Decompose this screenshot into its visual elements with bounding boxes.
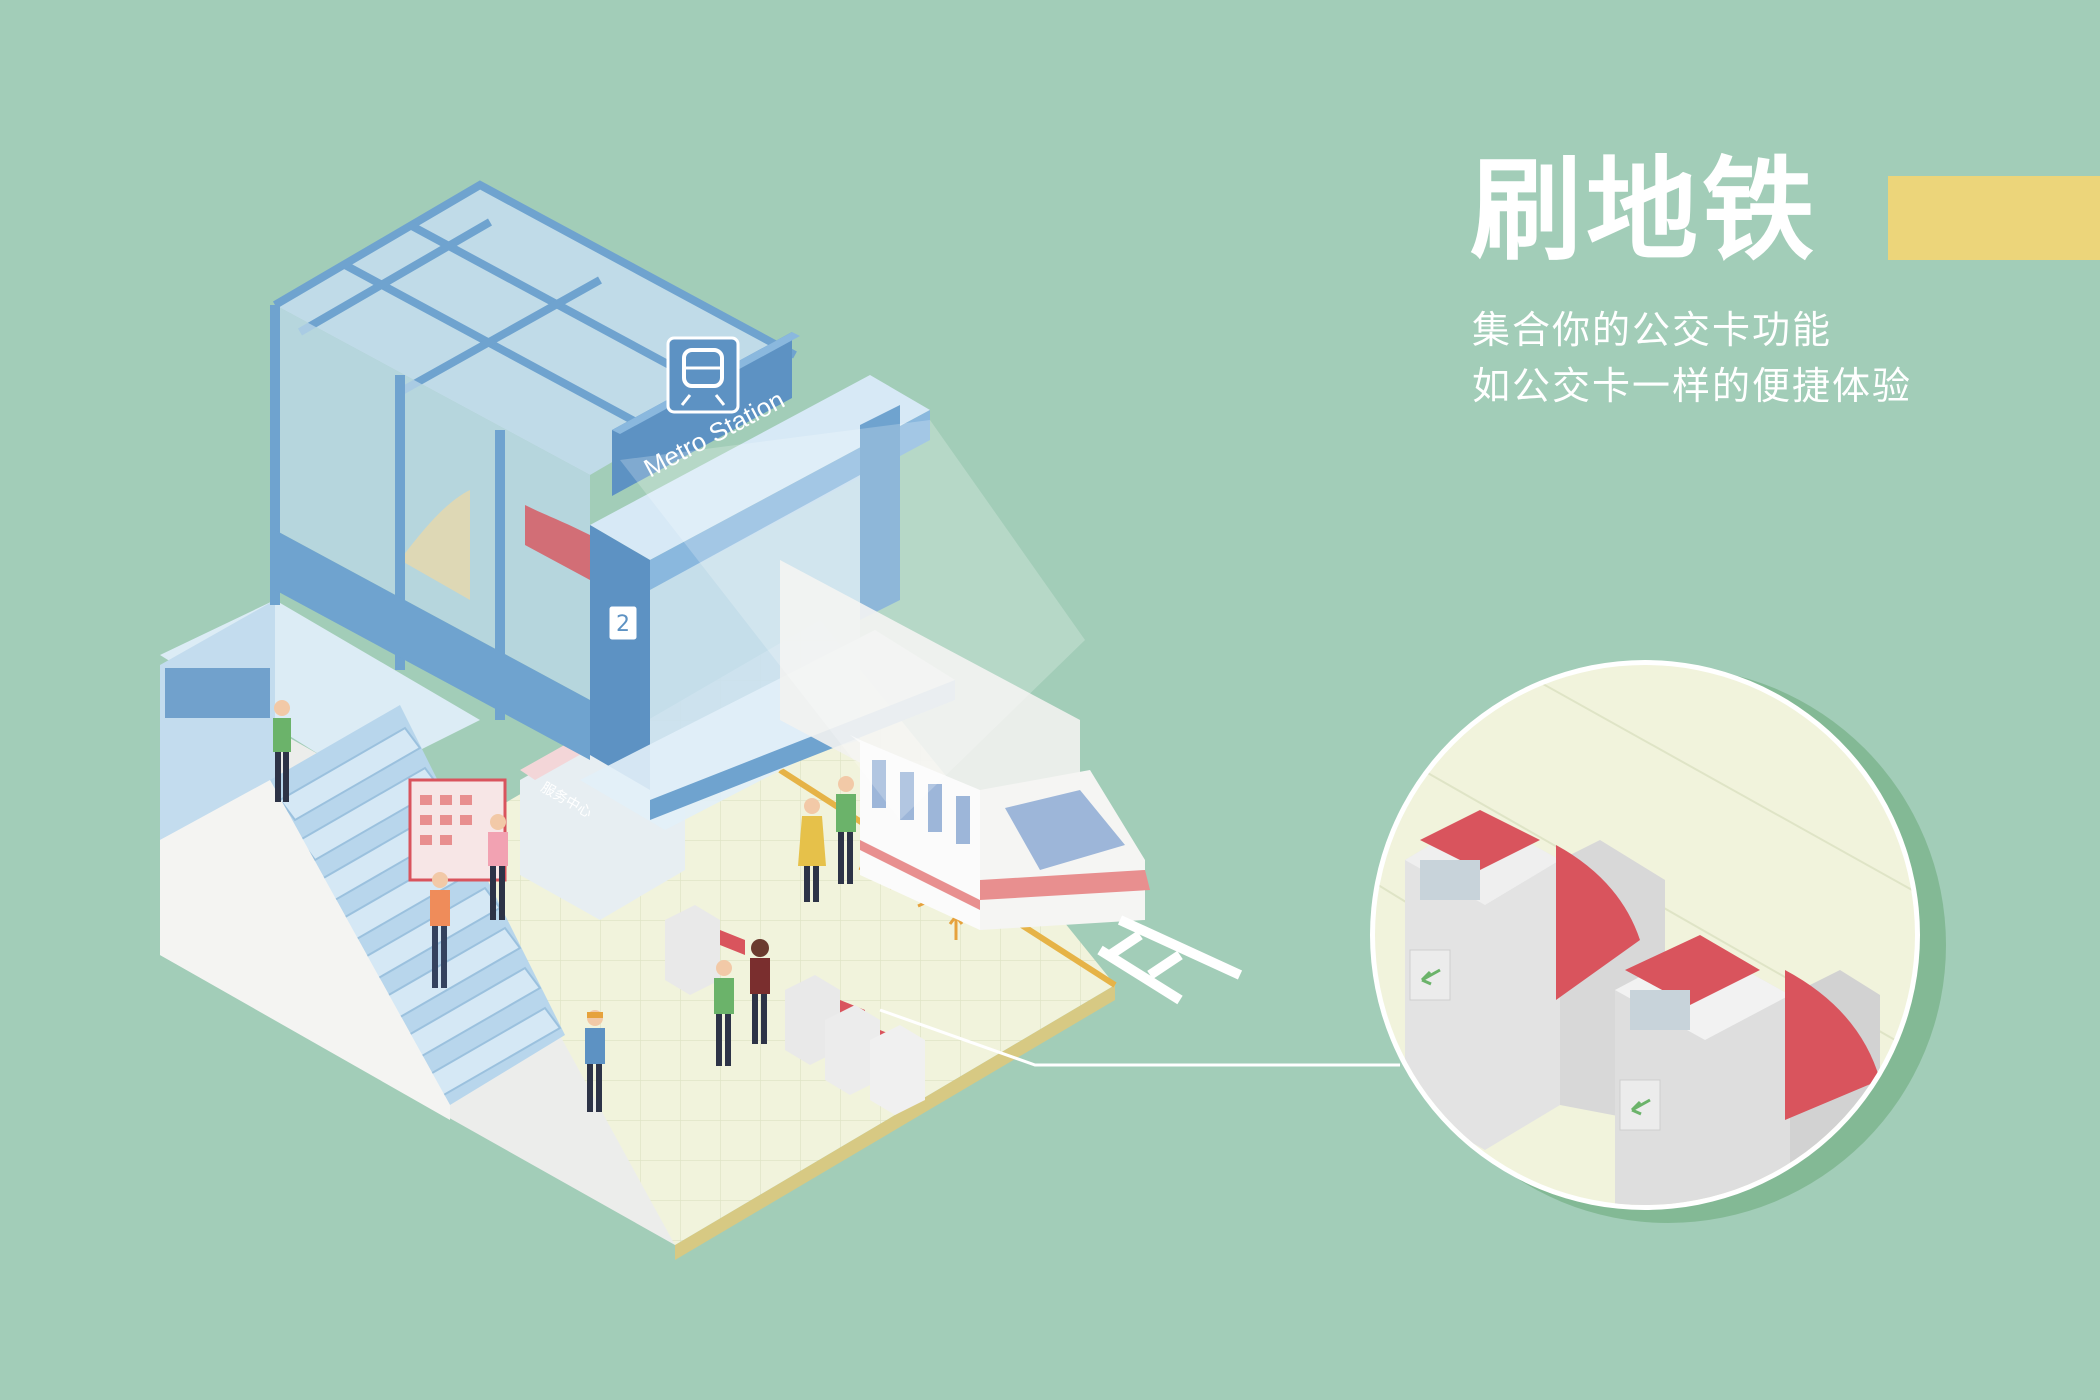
glass-overlay: [620, 420, 1085, 820]
person: [488, 814, 508, 920]
accent-bar: [1888, 176, 2100, 260]
glass-wall-front: [275, 305, 590, 700]
person: [798, 798, 826, 902]
exit-number-sign: [606, 603, 640, 643]
landing-back-wall: [160, 600, 275, 840]
person: [714, 960, 734, 1066]
train-windshield: [1005, 790, 1125, 870]
subtitle-line-1: 集合你的公交卡功能: [1472, 308, 1833, 352]
people: [273, 700, 856, 1112]
landing-opening: [165, 668, 270, 718]
person: [585, 1010, 605, 1112]
metro-train: [780, 560, 1243, 1005]
train-icon: [666, 336, 740, 414]
vending-machine: [408, 778, 507, 882]
station-building: 2 Metro Station: [270, 180, 955, 830]
entrance-pillar: [590, 525, 650, 790]
person: [836, 776, 856, 884]
metro-station-sign: [612, 332, 792, 496]
zoom-callout: [1370, 660, 1946, 1223]
turnstiles: [665, 905, 925, 1115]
turnstile: [870, 1025, 925, 1115]
person: [750, 939, 770, 1044]
exit-number: 2: [616, 612, 630, 637]
entrance-roof: [590, 375, 930, 560]
callout-line: [879, 1008, 1400, 1067]
person: [430, 872, 450, 988]
arrow-left-icon: [1630, 1098, 1651, 1116]
turnstile: [665, 905, 745, 995]
arrow-left-icon: [1420, 968, 1441, 986]
page-title: 刷地铁: [1470, 146, 1818, 276]
rails: [1097, 915, 1243, 1005]
subtitle-line-2: 如公交卡一样的便捷体验: [1472, 364, 1913, 408]
person: [273, 700, 291, 802]
